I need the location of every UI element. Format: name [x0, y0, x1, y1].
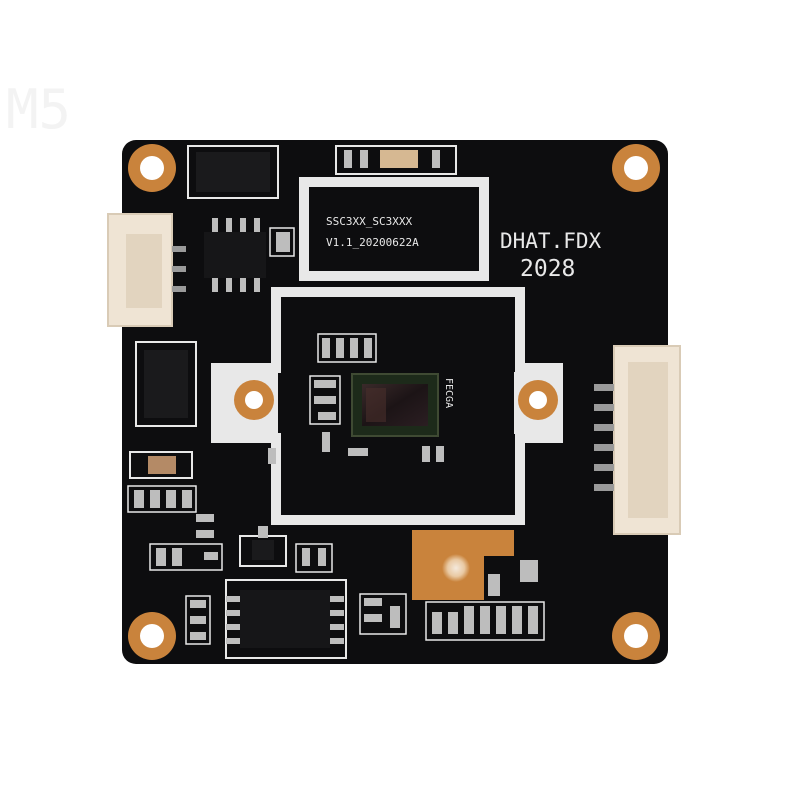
lens-mount-outline [211, 287, 563, 525]
mounting-hole-bottom-left [128, 612, 176, 660]
label-box-outline [299, 177, 489, 281]
image-sensor [351, 373, 439, 437]
eeprom-chip [204, 218, 266, 292]
top-smd-row [335, 145, 457, 175]
watermark-text: M5 [6, 78, 71, 141]
label-box [312, 190, 476, 268]
copper-heat-pad [412, 530, 514, 600]
mounting-hole-top-left [128, 144, 176, 192]
flash-chip-bottom [225, 579, 347, 659]
silkscreen-version-text: V1.1_20200622A [326, 236, 419, 249]
connector-right [594, 345, 681, 535]
power-chip-top-left [187, 145, 279, 199]
passive-components [134, 232, 538, 640]
passive-outlines [127, 227, 545, 645]
lens-screw-hole-right [518, 380, 558, 420]
connector-left [107, 213, 186, 327]
capacitor-left [129, 451, 193, 479]
mounting-hole-bottom-right [612, 612, 660, 660]
brand-label-text: DHAT.FDX [500, 229, 602, 253]
sensor-marking-text: FECGA [443, 378, 454, 408]
lens-screw-hole-left [234, 380, 274, 420]
silkscreen-model-text: SSC3XX_SC3XXX [326, 215, 412, 228]
inductor-left [135, 341, 197, 427]
transistor [239, 526, 287, 567]
brand-number-text: 2028 [520, 256, 575, 282]
mounting-hole-top-right [612, 144, 660, 192]
